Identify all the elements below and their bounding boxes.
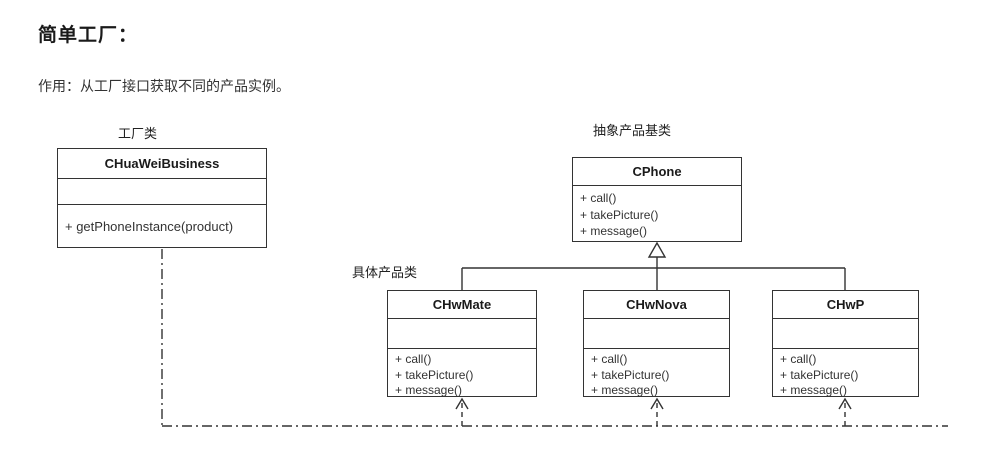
method-item: + takePicture() — [780, 367, 859, 382]
class-chwp-methods: + call() + takePicture() + message() — [773, 349, 918, 401]
page-title: 简单工厂： — [38, 25, 139, 46]
class-cphone-methods: + call() + takePicture() + message() — [573, 186, 741, 242]
method-item: + takePicture() — [580, 207, 659, 222]
class-cphone: CPhone + call() + takePicture() + messag… — [572, 157, 742, 242]
method-item: + message() — [780, 383, 848, 397]
class-chuaweibusiness-methods: + getPhoneInstance(product) — [58, 205, 266, 248]
class-chwnova-name: CHwNova — [584, 291, 729, 319]
label-factory-region: 工厂类 — [118, 126, 158, 141]
class-chuaweibusiness-name: CHuaWeiBusiness — [58, 149, 266, 179]
inheritance-triangle-icon — [647, 241, 667, 258]
class-chwp-name: CHwP — [773, 291, 918, 319]
class-cphone-name: CPhone — [573, 158, 741, 186]
class-chuaweibusiness-attributes — [58, 179, 266, 205]
class-chwnova-methods: + call() + takePicture() + message() — [584, 349, 729, 401]
page-subtitle: 作用：从工厂接口获取不同的产品实例。 — [38, 78, 290, 94]
class-chwnova: CHwNova + call() + takePicture() + messa… — [583, 290, 730, 397]
method-item: + message() — [591, 383, 659, 397]
class-chuaweibusiness: CHuaWeiBusiness + getPhoneInstance(produ… — [57, 148, 267, 248]
method-item: + call() — [591, 352, 628, 366]
method-item: + call() — [580, 191, 617, 205]
dependency-arrowhead-chwmate — [455, 397, 469, 410]
method-item: + takePicture() — [395, 367, 474, 382]
class-chwmate-name: CHwMate — [388, 291, 536, 319]
class-chwp: CHwP + call() + takePicture() + message(… — [772, 290, 919, 397]
method-item: + message() — [580, 224, 648, 238]
class-chwnova-attributes — [584, 319, 729, 349]
dependency-arrowhead-chwp — [838, 397, 852, 410]
class-chwmate-methods: + call() + takePicture() + message() — [388, 349, 536, 401]
label-concrete-product-region: 具体产品类 — [352, 265, 418, 280]
method-item: + getPhoneInstance(product) — [65, 219, 234, 234]
dependency-arrowhead-chwnova — [650, 397, 664, 410]
class-chwmate: CHwMate + call() + takePicture() + messa… — [387, 290, 537, 397]
method-item: + call() — [395, 352, 432, 366]
class-chwmate-attributes — [388, 319, 536, 349]
method-item: + takePicture() — [591, 367, 670, 382]
method-item: + message() — [395, 383, 463, 397]
method-item: + call() — [780, 352, 817, 366]
label-abstract-product-region: 抽象产品基类 — [593, 123, 672, 138]
class-chwp-attributes — [773, 319, 918, 349]
